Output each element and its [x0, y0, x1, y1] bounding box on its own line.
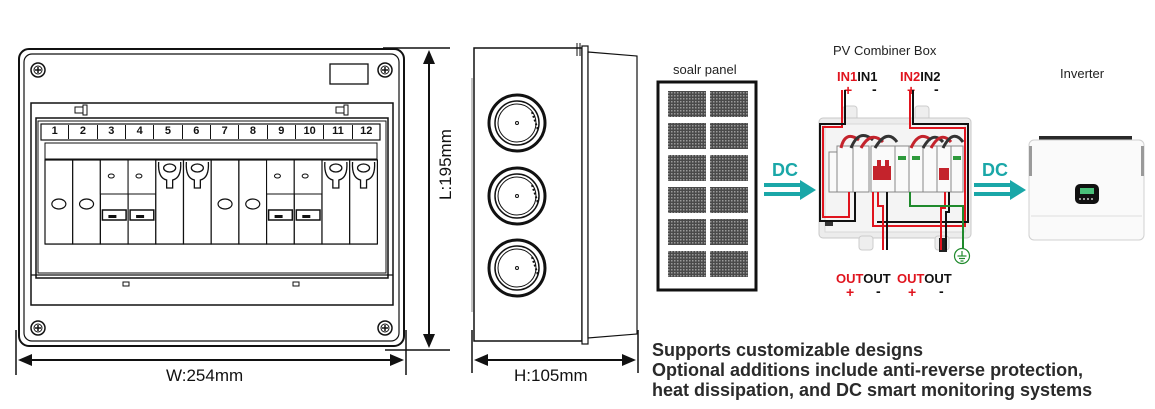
input-1-label: IN1IN1 [837, 68, 877, 86]
dc-arrow-icon-1 [764, 180, 816, 200]
screw-icon-top-left [30, 62, 46, 78]
caption: Supports customizable designs Optional a… [652, 340, 1092, 400]
breaker-module [266, 159, 295, 245]
solar-cell [668, 219, 706, 245]
screw-icon-top-right [377, 62, 393, 78]
enclosure-inner [23, 53, 400, 342]
slot-number: 12 [360, 125, 373, 137]
input-1-plus: + [844, 82, 853, 98]
input-2-negative-label: IN2 [920, 69, 941, 84]
caption-line-1: Supports customizable designs [652, 340, 924, 360]
slot-number: 11 [324, 125, 353, 139]
solar-panel-label: soalr panel [673, 62, 737, 77]
slot-number: 10 [296, 125, 325, 139]
output-1-label: OUTOUT [836, 270, 891, 288]
slot-number-row: 1 2 3 4 5 6 7 8 9 10 11 12 [41, 125, 380, 139]
output-1-minus: - [876, 283, 881, 299]
isolator-module [238, 159, 268, 245]
solar-cell [710, 155, 748, 181]
hinge-icon-left [74, 104, 88, 116]
ground-icon [953, 247, 971, 265]
output-1-positive-label: OUT [836, 271, 864, 286]
label-window [329, 63, 369, 85]
solar-cell [710, 219, 748, 245]
side-lid [587, 51, 638, 339]
output-1-plus: + [846, 284, 855, 300]
output-2-label: OUTOUT [897, 270, 952, 288]
fuse-holder-module [182, 159, 212, 245]
combiner-box-icon [818, 90, 972, 252]
output-2-negative-label: OUT [924, 271, 952, 286]
slot-number: 3 [98, 125, 126, 139]
isolator-module [210, 159, 240, 245]
inverter-label: Inverter [1060, 66, 1105, 81]
solar-cell [668, 155, 706, 181]
input-1-positive-label: IN1 [837, 69, 858, 84]
width-label: W:254mm [166, 366, 244, 385]
slot-number: 7 [211, 125, 240, 139]
fuse-holder-module [321, 159, 351, 245]
latch-right [292, 281, 300, 287]
side-view-drawing [471, 43, 639, 373]
cable-knockout-icon [487, 93, 547, 153]
latch-left [122, 281, 130, 287]
solar-cell [668, 251, 706, 277]
input-2-plus: + [907, 82, 916, 98]
solar-panel-icon [656, 80, 758, 292]
fuse-holder-module [349, 159, 379, 245]
fuse-holder-module [155, 159, 185, 245]
output-2-minus: - [939, 283, 944, 299]
dc-arrow-label-2: DC [982, 160, 1008, 180]
breaker-module [293, 159, 323, 245]
output-2-positive-label: OUT [897, 271, 925, 286]
solar-cell [668, 123, 706, 149]
input-2-minus: - [934, 81, 939, 97]
solar-cell [668, 187, 706, 213]
dc-arrow-label-1: DC [772, 160, 798, 180]
solar-cell [710, 187, 748, 213]
inverter-icon [1028, 136, 1145, 241]
screw-icon-bottom-right [377, 320, 393, 336]
isolator-module [44, 159, 74, 245]
cover-frame [30, 102, 394, 306]
input-2-label: IN2IN2 [900, 68, 940, 86]
length-label: L:195mm [436, 129, 455, 200]
cable-knockout-icon [487, 166, 547, 226]
cable-knockout-icon [487, 238, 547, 298]
slot-number: 8 [239, 125, 268, 139]
breaker-module [99, 159, 129, 245]
screw-icon-bottom-left [30, 320, 46, 336]
input-1-negative-label: IN1 [857, 69, 878, 84]
output-2-plus: + [908, 284, 917, 300]
output-1-negative-label: OUT [863, 271, 891, 286]
hinge-icon-right [335, 104, 349, 116]
solar-cell [668, 91, 706, 117]
dc-arrow-icon-2 [974, 180, 1026, 200]
slot-number: 5 [154, 125, 183, 139]
front-view-drawing [15, 47, 450, 375]
height-label: H:105mm [514, 366, 588, 385]
input-1-minus: - [872, 81, 877, 97]
solar-cell [710, 91, 748, 117]
solar-cell [710, 123, 748, 149]
caption-line-3: heat dissipation, and DC smart monitorin… [652, 380, 1093, 400]
slot-number: 6 [183, 125, 211, 139]
side-flange [581, 45, 589, 345]
breaker-module [127, 159, 157, 245]
caption-line-2: Optional additions include anti-reverse … [652, 360, 1084, 380]
slot-number: 2 [69, 125, 98, 139]
isolator-module [72, 159, 101, 245]
slot-number: 1 [41, 125, 70, 139]
solar-cell [710, 251, 748, 277]
input-2-positive-label: IN2 [900, 69, 921, 84]
combiner-box-label: PV Combiner Box [833, 43, 937, 58]
slot-number: 4 [126, 125, 155, 139]
slot-number: 9 [268, 125, 296, 139]
